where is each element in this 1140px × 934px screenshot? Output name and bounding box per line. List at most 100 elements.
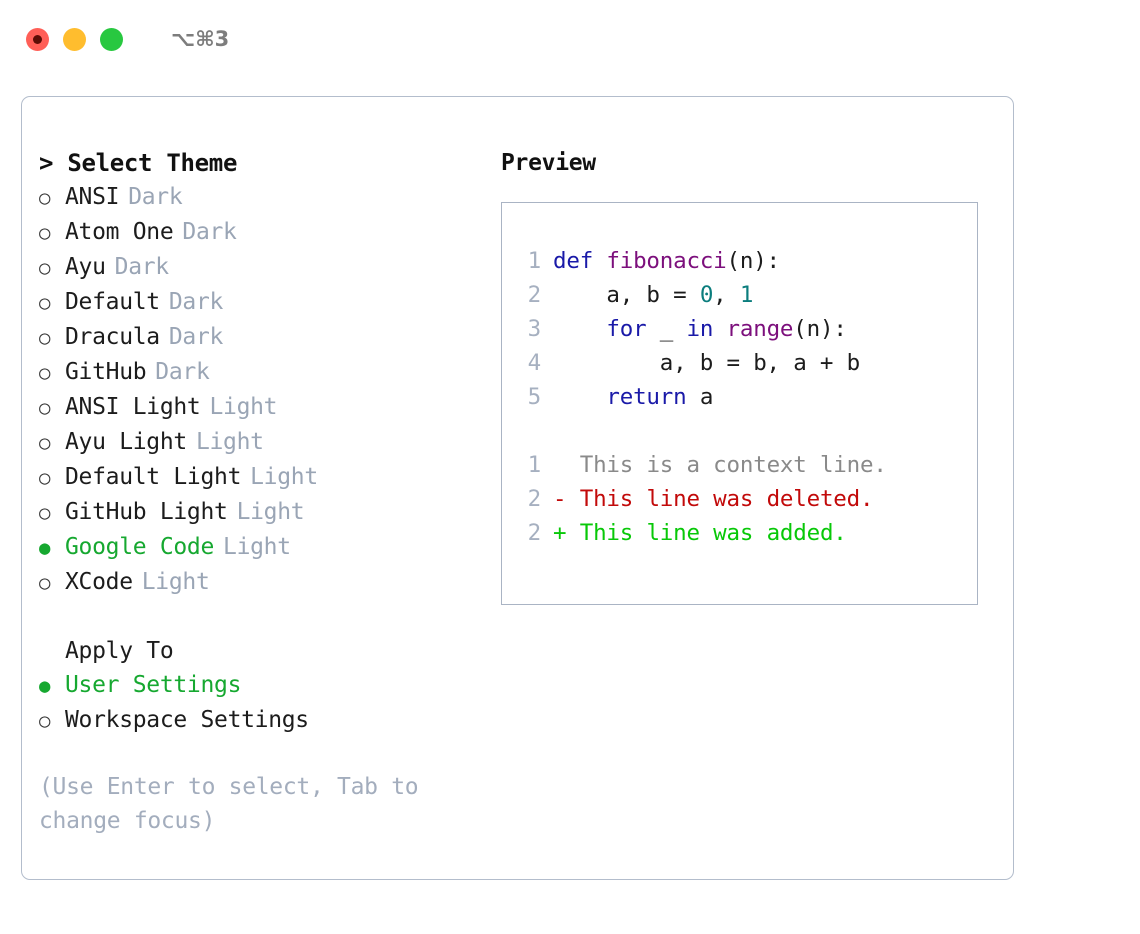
token-kw: return [606,384,687,410]
diff-text: This is a context line. [579,452,887,478]
token-plain: _ [646,316,687,342]
diff-line-text: + This line was added. [553,516,847,550]
token-kw: for [606,316,647,342]
token-num: 1 [739,282,754,308]
radio-unselected-icon: ○ [39,397,51,419]
token-fn: range [726,316,794,342]
token-plain: (n): [726,248,781,274]
theme-option-label: Ayu [65,254,106,280]
token-plain: a [686,384,714,410]
diff-sign: - [553,486,567,512]
theme-option-default[interactable]: ○ Default Dark [39,285,489,320]
list-gap [39,600,489,634]
theme-option-category: Dark [155,359,210,385]
title-bar: ⌥⌘3 [0,0,1140,78]
line-number: 2 [527,282,542,308]
theme-option-label: Atom One [65,219,174,245]
diff-line-text: - This line was deleted. [553,482,874,516]
radio-unselected-icon: ○ [39,327,51,349]
diff-sign: + [553,520,567,546]
radio-unselected-icon: ○ [39,572,51,594]
apply-to-option-label: Workspace Settings [65,707,309,733]
theme-option-google-code[interactable]: ● Google Code Light [39,530,489,565]
theme-option-category: Dark [114,254,170,280]
code-line: 4 a, b = b, a + b [515,346,971,380]
token-num: 0 [699,282,714,308]
close-button[interactable] [26,27,49,51]
theme-option-label: Ayu Light [65,429,187,455]
code-line: 2 a, b = 0, 1 [515,278,971,312]
theme-option-label: Default Light [65,464,242,490]
code-line: 1 def fibonacci(n): [515,244,971,278]
radio-unselected-icon: ○ [39,222,51,244]
theme-option-label: ANSI [65,184,120,210]
apply-to-option-label: User Settings [65,672,242,698]
radio-selected-icon: ● [39,675,51,697]
preview-heading: Preview [501,150,596,176]
radio-unselected-icon: ○ [39,710,51,732]
radio-selected-icon: ● [39,537,51,559]
theme-option-label: Dracula [65,324,160,350]
theme-option-ayu-light[interactable]: ○ Ayu Light Light [39,425,489,460]
theme-option-category: Dark [182,219,237,245]
theme-option-default-light[interactable]: ○ Default Light Light [39,460,489,495]
code-line-text: for _ in range(n): [553,312,847,346]
apply-to-list: ● User Settings ○ Workspace Settings [39,668,489,738]
theme-option-atom-one[interactable]: ○ Atom One Dark [39,215,489,250]
diff-text: This line was added. [579,520,847,546]
line-number: 4 [527,350,542,376]
diff-text: This line was deleted. [579,486,874,512]
token-plain [553,384,606,410]
apply-to-option-workspace-settings[interactable]: ○ Workspace Settings [39,703,489,738]
token-plain [713,316,726,342]
theme-option-category: Light [141,569,210,595]
radio-unselected-icon: ○ [39,432,51,454]
token-fn: fibonacci [606,248,727,274]
token-kw: in [686,316,714,342]
line-number: 2 [527,486,542,512]
diff-line-del: 2- This line was deleted. [515,482,971,516]
theme-option-category: Light [223,534,291,560]
token-plain: (n): [793,316,847,342]
radio-unselected-icon: ○ [39,502,51,524]
radio-unselected-icon: ○ [39,257,51,279]
radio-unselected-icon: ○ [39,467,51,489]
line-number: 1 [527,248,542,274]
window-controls [26,27,123,51]
token-plain: a, b = b, a + b [553,350,860,376]
select-theme-heading: > Select Theme [39,146,489,180]
line-number: 5 [527,384,542,410]
apply-to-option-user-settings[interactable]: ● User Settings [39,668,489,703]
keyboard-hint: (Use Enter to select, Tab to change focu… [39,774,419,834]
theme-option-category: Light [209,394,278,420]
zoom-button[interactable] [100,27,123,51]
theme-option-category: Light [195,429,264,455]
diff-line-ctx: 1 This is a context line. [515,448,971,482]
theme-option-dracula[interactable]: ○ Dracula Dark [39,320,489,355]
keyboard-shortcut-label: ⌥⌘3 [171,27,230,51]
theme-option-ayu[interactable]: ○ Ayu Dark [39,250,489,285]
theme-option-label: Default [65,289,160,315]
theme-option-label: Google Code [65,534,215,560]
diff-sign [553,452,566,478]
theme-option-label: GitHub [65,359,147,385]
diff-sample: 1 This is a context line.2- This line wa… [515,448,971,550]
theme-option-category: Dark [168,289,224,315]
prompt-caret-icon: > [39,149,54,177]
diff-line-text: This is a context line. [553,448,887,482]
theme-option-category: Light [250,464,318,490]
token-kw: def [553,248,607,274]
minimize-button[interactable] [63,27,86,51]
radio-unselected-icon: ○ [39,292,51,314]
theme-option-category: Dark [168,324,224,350]
